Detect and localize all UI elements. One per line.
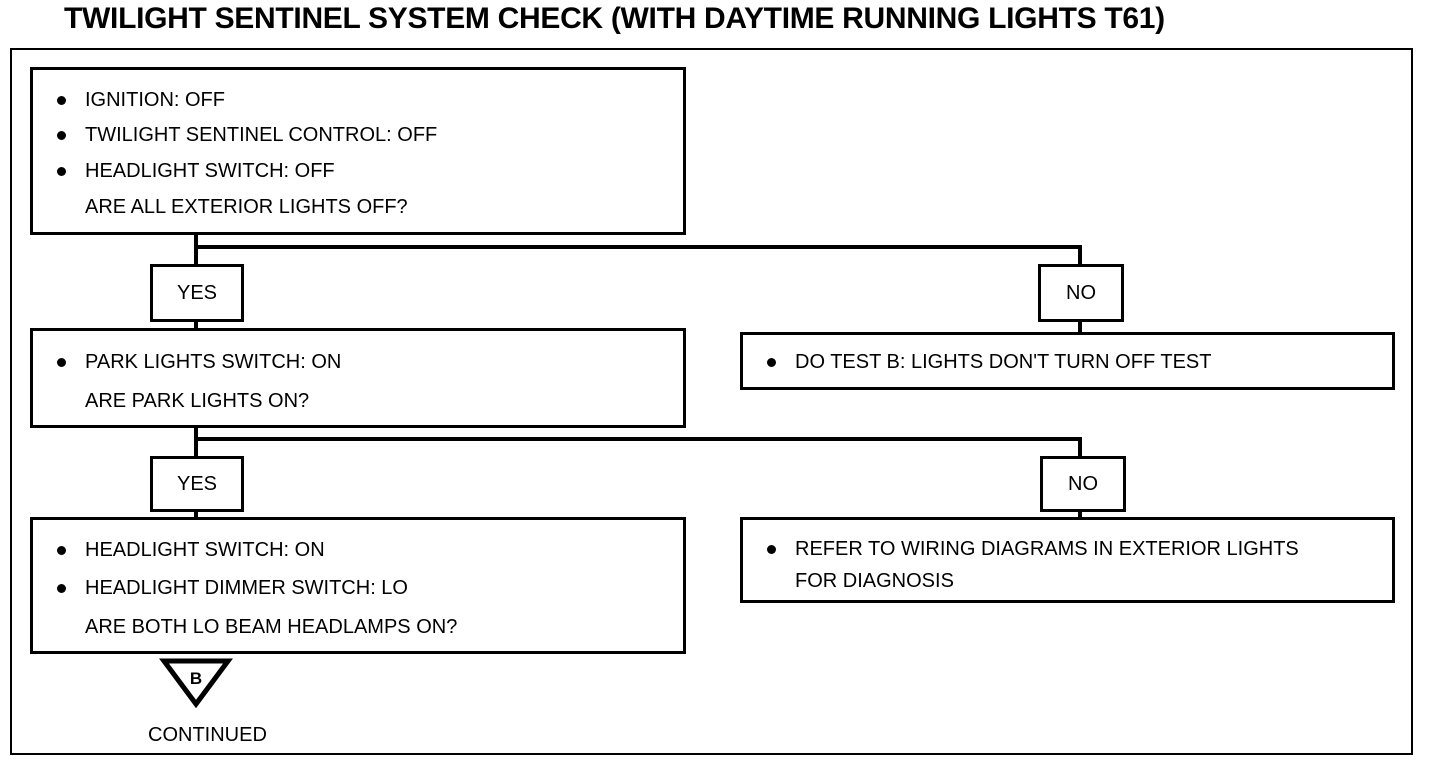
bullet-dot: [57, 546, 66, 555]
wiring-diagram-action-box: REFER TO WIRING DIAGRAMS IN EXTERIOR LIG…: [740, 517, 1395, 603]
bullet-dot: [57, 131, 66, 140]
test-b-action-text: DO TEST B: LIGHTS DON'T TURN OFF TEST: [795, 351, 1212, 373]
diagram-title: TWILIGHT SENTINEL SYSTEM CHECK (WITH DAY…: [64, 2, 1165, 35]
step1-condition: TWILIGHT SENTINEL CONTROL: OFF: [85, 124, 438, 146]
step2-condition: PARK LIGHTS SWITCH: ON: [85, 351, 342, 373]
connector-line: [194, 510, 198, 520]
connector-line: [194, 320, 198, 330]
no-label: NO: [1038, 264, 1124, 322]
connector-letter: B: [190, 669, 202, 688]
connector-line: [194, 245, 1082, 249]
bullet-dot: [57, 358, 66, 367]
bullet-dot: [767, 358, 776, 367]
step2-question: ARE PARK LIGHTS ON?: [85, 390, 310, 412]
connector-line: [1078, 245, 1082, 267]
no-label: NO: [1040, 456, 1126, 512]
step3-condition: HEADLIGHT SWITCH: ON: [85, 539, 325, 561]
step1-question: ARE ALL EXTERIOR LIGHTS OFF?: [85, 196, 408, 218]
connector-line: [1078, 320, 1082, 334]
step1-condition: HEADLIGHT SWITCH: OFF: [85, 160, 335, 182]
diagram-frame: [10, 48, 1413, 755]
connector-line: [194, 233, 198, 266]
test-b-action-box: DO TEST B: LIGHTS DON'T TURN OFF TEST: [740, 332, 1395, 390]
step2-box: PARK LIGHTS SWITCH: ON ARE PARK LIGHTS O…: [30, 328, 686, 428]
wiring-action-text: REFER TO WIRING DIAGRAMS IN EXTERIOR LIG…: [795, 538, 1299, 560]
wiring-action-text: FOR DIAGNOSIS: [795, 570, 954, 592]
step1-condition: IGNITION: OFF: [85, 89, 225, 111]
continued-label: CONTINUED: [148, 724, 267, 746]
bullet-dot: [57, 584, 66, 593]
connector-line: [1078, 510, 1082, 520]
connector-line: [1078, 437, 1082, 458]
step3-condition: HEADLIGHT DIMMER SWITCH: LO: [85, 577, 408, 599]
bullet-dot: [57, 167, 66, 176]
yes-label: YES: [150, 456, 244, 512]
bullet-dot: [57, 96, 66, 105]
yes-label: YES: [150, 264, 244, 322]
step1-box: IGNITION: OFF TWILIGHT SENTINEL CONTROL:…: [30, 67, 686, 235]
step3-box: HEADLIGHT SWITCH: ON HEADLIGHT DIMMER SW…: [30, 517, 686, 654]
bullet-dot: [767, 545, 776, 554]
connector-line: [194, 426, 198, 458]
step3-question: ARE BOTH LO BEAM HEADLAMPS ON?: [85, 616, 458, 638]
connector-line: [194, 437, 1082, 441]
off-page-connector-triangle: B: [159, 658, 233, 709]
